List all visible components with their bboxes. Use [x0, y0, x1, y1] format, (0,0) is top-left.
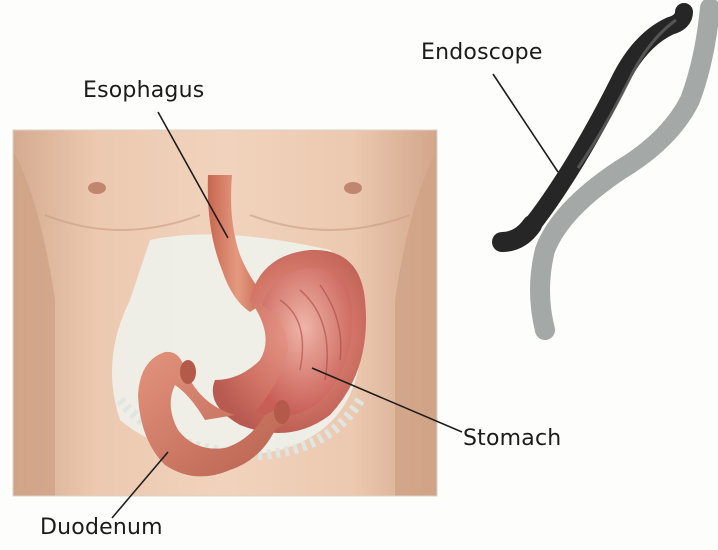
label-endoscope: Endoscope [421, 40, 543, 65]
label-stomach: Stomach [463, 426, 561, 451]
torso-illustration [13, 130, 437, 496]
label-esophagus: Esophagus [83, 78, 204, 103]
endoscope-leader [493, 74, 558, 172]
label-duodenum: Duodenum [40, 515, 163, 540]
